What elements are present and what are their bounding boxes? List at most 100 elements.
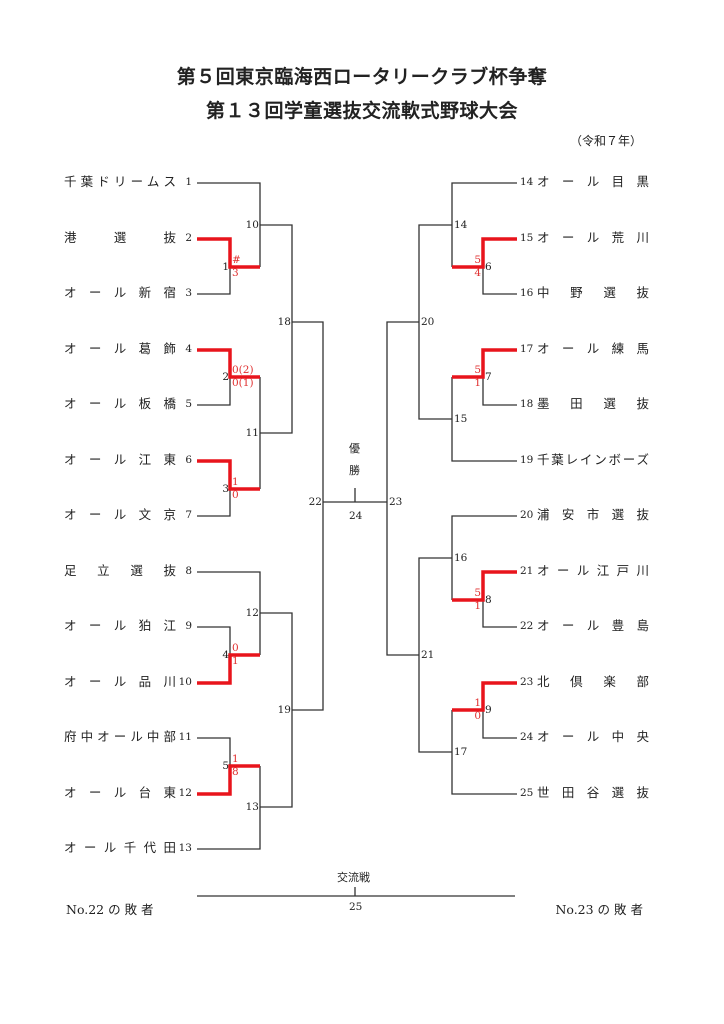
team-number: 9: [185, 620, 192, 632]
match-number: 20: [421, 316, 435, 328]
team-name: オール目黒: [537, 174, 649, 189]
score-bottom: 8: [232, 766, 239, 778]
title-line-1: 第５回東京臨海西ロータリークラブ杯争奪: [176, 66, 548, 88]
match-number: 17: [454, 746, 468, 758]
score-bottom: 3: [232, 267, 239, 279]
match-number: 3: [222, 483, 229, 495]
final-label-2: 勝: [349, 464, 360, 477]
team-name: オール荒川: [537, 230, 649, 245]
match-number: 18: [277, 316, 291, 328]
team-number: 3: [185, 287, 192, 299]
score-bottom: 1: [474, 600, 481, 612]
team-name: 北倶楽部: [537, 674, 649, 689]
team-name: オール板橋: [64, 396, 176, 411]
team-name: 足立選抜: [64, 563, 176, 578]
match-number: 16: [454, 552, 468, 564]
match-number: 11: [245, 427, 259, 439]
exchange-label: 交流戦: [337, 871, 370, 884]
match-number: 21: [421, 649, 435, 661]
team-number: 2: [185, 232, 192, 244]
match-number: 5: [222, 760, 229, 772]
team-name: 墨田選抜: [537, 396, 649, 411]
team-number: 13: [178, 842, 192, 854]
score-top: 1: [232, 753, 239, 765]
final-label-1: 優: [349, 442, 360, 455]
team-name: オール文京: [64, 507, 176, 522]
score-bottom: 1: [474, 377, 481, 389]
exchange-right-team: No.23 の 敗 者: [555, 902, 643, 917]
team-number: 15: [520, 232, 534, 244]
match-number: 14: [454, 219, 468, 231]
team-name: 世田谷選抜: [537, 785, 649, 800]
team-name: オール新宿: [64, 285, 176, 300]
team-number: 23: [520, 676, 534, 688]
match-number: 13: [245, 801, 259, 813]
match-number: 15: [454, 413, 468, 425]
team-name: オール狛江: [64, 618, 176, 633]
team-number: 7: [185, 509, 192, 521]
match-number: 24: [349, 510, 363, 522]
score-bottom: 0(1): [232, 377, 254, 389]
match-number: 2: [222, 371, 229, 383]
score-top: 0: [232, 642, 239, 654]
match-number: 22: [308, 496, 322, 508]
team-name: オール江東: [64, 452, 176, 467]
team-number: 4: [185, 343, 192, 355]
team-number: 17: [520, 343, 534, 355]
score-bottom: 0: [232, 489, 239, 501]
match-number: 12: [245, 607, 259, 619]
match-number: 8: [485, 594, 492, 606]
score-top: #: [232, 254, 241, 266]
team-name: オール中央: [537, 729, 649, 744]
bracket-lines-winners: [197, 237, 517, 796]
team-number: 19: [520, 454, 534, 466]
team-number: 6: [185, 454, 192, 466]
team-number: 12: [178, 787, 192, 799]
score-top: 5: [474, 587, 481, 599]
team-name: オール台東: [64, 785, 176, 800]
year-label: （令和７年）: [569, 134, 642, 148]
score-top: 0(2): [232, 364, 254, 376]
match-number: 25: [349, 901, 363, 913]
score-top: 1: [474, 697, 481, 709]
team-number: 5: [185, 398, 192, 410]
team-number: 8: [185, 565, 192, 577]
team-number: 22: [520, 620, 534, 632]
match-number: 6: [485, 261, 492, 273]
bracket-lines-black: [197, 182, 517, 897]
team-name: 港 選 抜: [64, 230, 176, 245]
score-top: 1: [232, 476, 239, 488]
team-name: オール豊島: [537, 618, 649, 633]
team-name: 千葉レインボーズ: [537, 452, 649, 467]
team-name: 千葉ドリームス: [64, 174, 176, 189]
match-number: 9: [485, 704, 492, 716]
team-number: 10: [178, 676, 192, 688]
team-name: オール葛飾: [64, 341, 176, 356]
team-name: オール千代田: [64, 840, 176, 855]
team-name: 府中オール中部: [64, 729, 176, 744]
team-number: 16: [520, 287, 534, 299]
team-number: 21: [520, 565, 534, 577]
score-bottom: 0: [474, 710, 481, 722]
team-name: オール江戸川: [537, 563, 649, 578]
team-number: 14: [520, 176, 534, 188]
match-number: 1: [222, 261, 229, 273]
match-number: 7: [485, 371, 492, 383]
team-number: 25: [520, 787, 534, 799]
exchange-left-team: No.22 の 敗 者: [66, 902, 154, 917]
team-name: オール練馬: [537, 341, 649, 356]
team-name: 浦安市選抜: [537, 507, 649, 522]
team-number: 1: [185, 176, 192, 188]
score-bottom: 4: [474, 267, 481, 279]
team-number: 18: [520, 398, 534, 410]
score-top: 5: [474, 254, 481, 266]
title-line-2: 第１３回学童選抜交流軟式野球大会: [205, 100, 518, 122]
match-number: 10: [245, 219, 259, 231]
match-number: 19: [277, 704, 291, 716]
team-number: 24: [520, 731, 534, 743]
team-name: 中野選抜: [537, 285, 649, 300]
match-number: 23: [389, 496, 403, 508]
score-bottom: 1: [232, 655, 239, 667]
team-number: 20: [520, 509, 534, 521]
